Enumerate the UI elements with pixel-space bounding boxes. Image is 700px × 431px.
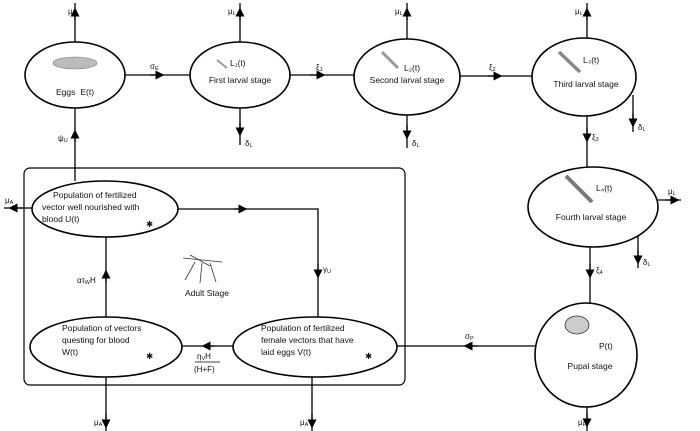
delta-l-label: δL: [412, 139, 420, 149]
mosquito-icon: ✱: [365, 351, 372, 361]
v-node: [232, 316, 398, 378]
mu-l-label: μL: [228, 7, 236, 17]
adult-stage-box: [23, 167, 406, 386]
fourth-larval-node: [527, 166, 659, 248]
larva-icon: [564, 174, 594, 204]
xi2-label: ξ2: [489, 63, 496, 73]
mosquito-icon: ✱: [146, 351, 153, 361]
w-label: Population of vectors questing for blood…: [62, 323, 141, 357]
sigma-e-label: σE: [150, 62, 159, 72]
svg-text:female vectors that have: female vectors that have: [261, 335, 354, 345]
pupal-node: [534, 302, 638, 408]
xi1-label: ξ1: [316, 63, 323, 73]
delta-l-label: δL: [245, 139, 253, 149]
l1-label: First larval stage: [209, 75, 272, 85]
second-larval-node: [353, 38, 461, 116]
svg-text:laid eggs V(t): laid eggs V(t): [261, 347, 311, 357]
svg-text:questing for blood: questing for blood: [62, 335, 130, 345]
mu-a-label: μA: [300, 418, 309, 428]
delta-l-label: δL: [643, 258, 651, 268]
l3-label: Third larval stage: [553, 79, 618, 89]
svg-text:Population of vectors: Population of vectors: [62, 323, 141, 333]
u-node: [31, 180, 179, 238]
pupa-icon: [564, 315, 590, 335]
alpha-tau-label: ατWH: [77, 276, 96, 286]
mu-e-label: μE: [68, 7, 77, 17]
larva-icon: [216, 59, 228, 69]
sigma-p-label: σP: [465, 332, 474, 342]
gamma-u-label: γU: [323, 265, 331, 275]
eta-denominator-label: (H+F): [194, 365, 215, 374]
svg-text:W(t): W(t): [62, 347, 78, 357]
mu-l-label: μL: [668, 187, 676, 197]
l2-label: Second larval stage: [370, 75, 445, 85]
mu-a-label: μA: [94, 418, 103, 428]
w-node: [29, 316, 183, 378]
svg-text:blood U(t): blood U(t): [42, 214, 79, 224]
svg-text:Population of fertilized: Population of fertilized: [261, 323, 345, 333]
mosquito-icon: [182, 254, 223, 284]
larva-icon: [557, 50, 582, 74]
psi-u-label: ψU: [58, 134, 68, 144]
l3-var: L₃(t): [583, 55, 599, 65]
mosquito-icon: ✱: [146, 219, 153, 229]
eggs-node: [24, 41, 126, 109]
u-label: Population of fertilized vector well nou…: [42, 190, 140, 224]
mu-l-label: μL: [575, 7, 583, 17]
mu-l-label: μL: [395, 7, 403, 17]
delta-l-label: δL: [638, 123, 646, 133]
mu-a-label: μA: [5, 196, 14, 206]
larva-icon: [380, 50, 400, 70]
l4-var: L₄(t): [596, 183, 612, 193]
first-larval-node: [189, 41, 291, 109]
pupa-var: P(t): [599, 341, 613, 351]
pupa-label: Pupal stage: [568, 361, 613, 371]
svg-text:Population of fertilized: Population of fertilized: [53, 190, 137, 200]
third-larval-node: [531, 37, 637, 117]
xi4-label: ξ4: [596, 266, 603, 276]
l2-var: L₂(t): [404, 63, 420, 73]
svg-text:vector well nourished with: vector well nourished with: [42, 202, 140, 212]
l4-label: Fourth larval stage: [556, 212, 627, 222]
adult-stage-label: Adult Stage: [185, 288, 229, 298]
mu-p-label: μP: [578, 418, 587, 428]
l1-var: L₁(t): [230, 58, 246, 68]
xi3-label: ξ3: [592, 133, 599, 143]
eggs-icon: [52, 56, 98, 70]
v-label: Population of fertilized female vectors …: [261, 323, 354, 357]
connections: [4, 3, 681, 431]
eta-numerator-label: ηVH: [197, 352, 211, 362]
